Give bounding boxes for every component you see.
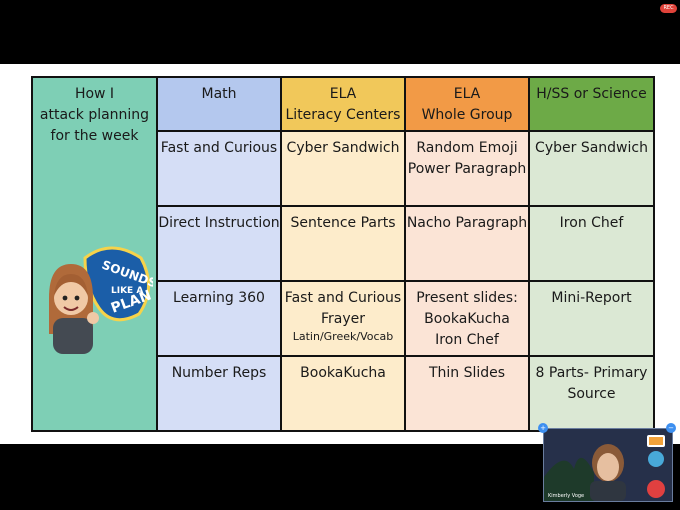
cell-text: Present slides:	[416, 290, 518, 306]
cell-text: Nacho Paragraph	[406, 215, 528, 231]
cell-text: BookaKucha	[424, 311, 510, 327]
ela-whole-row-3: Present slides: BookaKucha Iron Chef	[406, 282, 528, 355]
cell-text: Sentence Parts	[290, 215, 396, 231]
cell-text: Learning 360	[173, 290, 265, 306]
cell-text: Iron Chef	[559, 215, 624, 231]
cell-text: Source	[567, 386, 616, 402]
weekly-plan-table: How I attack planning for the week SOUND…	[31, 76, 655, 432]
ela-centers-row-3: Fast and Curious Frayer Latin/Greek/Voca…	[282, 282, 404, 355]
hss-row-2: Iron Chef	[530, 207, 653, 280]
intro-line-1: How I	[74, 86, 115, 102]
cell-text: Cyber Sandwich	[286, 140, 400, 156]
header-hss-science: H/SS or Science	[530, 78, 653, 130]
svg-text:LIKE A: LIKE A	[111, 286, 143, 296]
cell-text: Fast and Curious	[160, 140, 278, 156]
cell-text: Number Reps	[171, 365, 267, 381]
math-row-4: Number Reps	[158, 357, 280, 430]
header-math-label: Math	[201, 86, 237, 102]
header-hss-science-label: H/SS or Science	[536, 86, 647, 102]
header-math: Math	[158, 78, 280, 130]
header-ela-centers-line-1: ELA	[329, 86, 357, 102]
shared-slide: How I attack planning for the week SOUND…	[0, 64, 680, 444]
ela-whole-row-2: Nacho Paragraph	[406, 207, 528, 280]
video-minimize-icon[interactable]: −	[666, 423, 676, 433]
participant-video-tile[interactable]: Kimberly Voge	[543, 428, 673, 502]
intro-column: How I attack planning for the week SOUND…	[33, 78, 156, 430]
intro-line-2: attack planning	[39, 107, 150, 123]
cell-text: Power Paragraph	[407, 161, 527, 177]
ela-centers-row-2: Sentence Parts	[282, 207, 404, 280]
ela-centers-row-1: Cyber Sandwich	[282, 132, 404, 205]
video-add-icon[interactable]: +	[538, 423, 548, 433]
header-ela-whole-line-1: ELA	[453, 86, 481, 102]
header-ela-whole-line-2: Whole Group	[421, 107, 513, 123]
cell-text: Random Emoji	[416, 140, 518, 156]
participant-video-feed	[544, 429, 672, 501]
cell-text: Mini-Report	[551, 290, 632, 306]
math-row-3: Learning 360	[158, 282, 280, 355]
cell-text: Iron Chef	[435, 332, 499, 348]
hss-row-1: Cyber Sandwich	[530, 132, 653, 205]
ela-centers-row-4: BookaKucha	[282, 357, 404, 430]
header-ela-centers-line-2: Literacy Centers	[285, 107, 401, 123]
cell-text: Cyber Sandwich	[535, 140, 648, 156]
ela-whole-row-1: Random Emoji Power Paragraph	[406, 132, 528, 205]
header-ela-whole-group: ELA Whole Group	[406, 78, 528, 130]
math-row-2: Direct Instruction	[158, 207, 280, 280]
ela-whole-row-4: Thin Slides	[406, 357, 528, 430]
intro-line-3: for the week	[50, 128, 139, 144]
cell-text: Frayer	[320, 311, 366, 327]
header-ela-literacy-centers: ELA Literacy Centers	[282, 78, 404, 130]
hss-row-4: 8 Parts- Primary Source	[530, 357, 653, 430]
math-row-1: Fast and Curious	[158, 132, 280, 205]
recording-badge: REC	[660, 4, 677, 13]
cell-subnote: Latin/Greek/Vocab	[292, 330, 394, 343]
bitmoji-sounds-like-a-plan-sticker: SOUNDS LIKE A PLAN	[49, 246, 153, 354]
cell-text: Direct Instruction	[158, 215, 280, 231]
cell-text: 8 Parts- Primary	[535, 365, 648, 381]
hss-row-3: Mini-Report	[530, 282, 653, 355]
cell-text: BookaKucha	[300, 365, 386, 381]
participant-name: Kimberly Voge	[548, 493, 585, 499]
cell-text: Thin Slides	[428, 365, 506, 381]
cell-text: Fast and Curious	[284, 290, 402, 306]
